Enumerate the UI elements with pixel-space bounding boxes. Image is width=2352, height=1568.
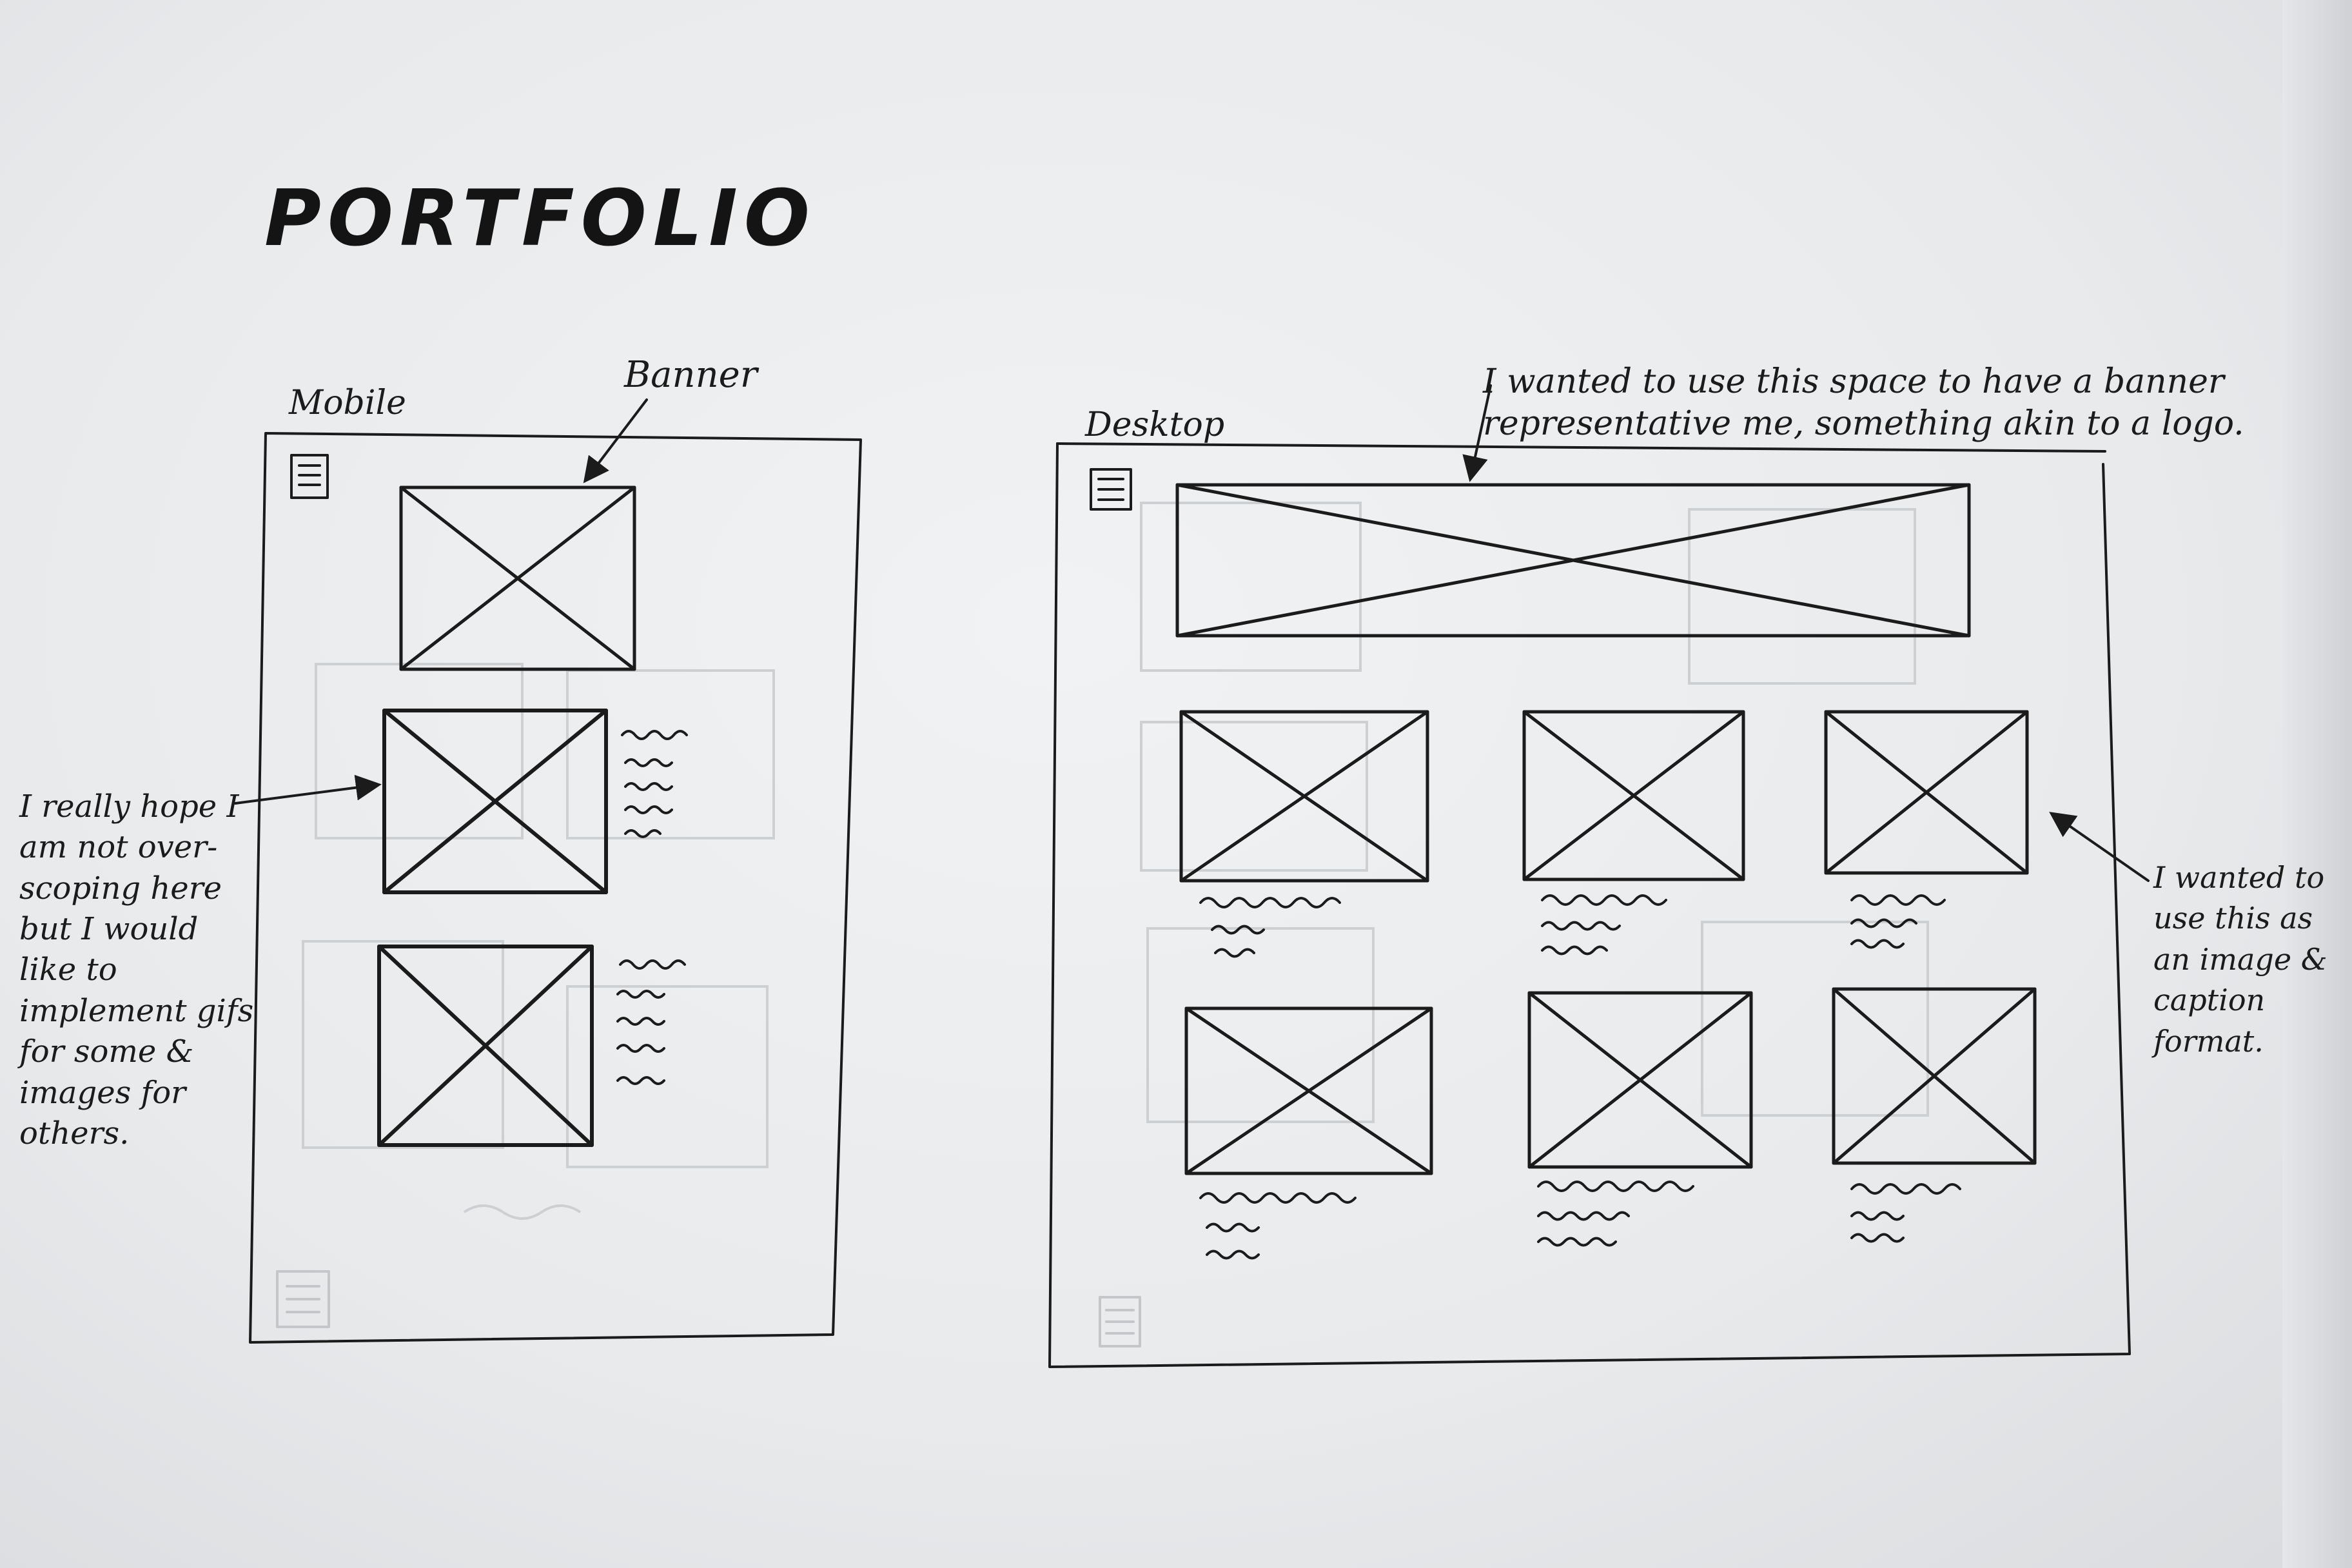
gifs-note: I really hope I am not over-scoping here… xyxy=(19,789,254,1152)
mobile-frame xyxy=(234,398,862,1344)
desktop-image-placeholder-r2c1 xyxy=(1184,1006,1433,1175)
desktop-image-placeholder-r2c3 xyxy=(1832,987,2037,1165)
show-through-ghost xyxy=(302,502,1929,1220)
desktop-banner-placeholder xyxy=(1175,483,1971,638)
document-menu-icon xyxy=(290,454,329,499)
desktop-image-placeholder-r1c1 xyxy=(1179,710,1429,883)
banner-note: I wanted to use this space to have a ban… xyxy=(1483,362,2244,443)
desktop-image-placeholder-r1c3 xyxy=(1824,710,2029,875)
desktop-image-placeholder-r2c2 xyxy=(1527,991,1753,1169)
mobile-image-placeholder-2 xyxy=(377,945,594,1147)
desktop-image-placeholder-r1c2 xyxy=(1522,710,1745,881)
mobile-caption-squiggle-1 xyxy=(621,730,688,838)
caption-note: I wanted to use this as an image & capti… xyxy=(2153,860,2328,1059)
mobile-banner-placeholder xyxy=(399,485,636,671)
mobile-image-placeholder-1 xyxy=(382,709,608,894)
mobile-label: Mobile xyxy=(289,384,406,422)
banner-arrow xyxy=(583,398,648,484)
mobile-footer-menu-icon-faint xyxy=(276,1270,330,1328)
desktop-footer-menu-icon-faint xyxy=(1099,1296,1141,1348)
banner-note-arrow xyxy=(1462,384,1492,482)
mobile-caption-squiggle-2 xyxy=(616,959,686,1085)
desktop-frame xyxy=(1048,384,2150,1368)
gifs-note-arrow xyxy=(234,774,382,805)
page-title: PORTFOLIO xyxy=(264,174,816,264)
desktop-label: Desktop xyxy=(1085,406,1225,444)
paper-edge-shadow xyxy=(2282,0,2352,1568)
caption-note-arrow xyxy=(2049,812,2150,882)
desktop-caption-squiggles xyxy=(1199,894,1961,1260)
document-menu-icon xyxy=(1090,468,1132,511)
banner-label: Banner xyxy=(624,354,758,396)
